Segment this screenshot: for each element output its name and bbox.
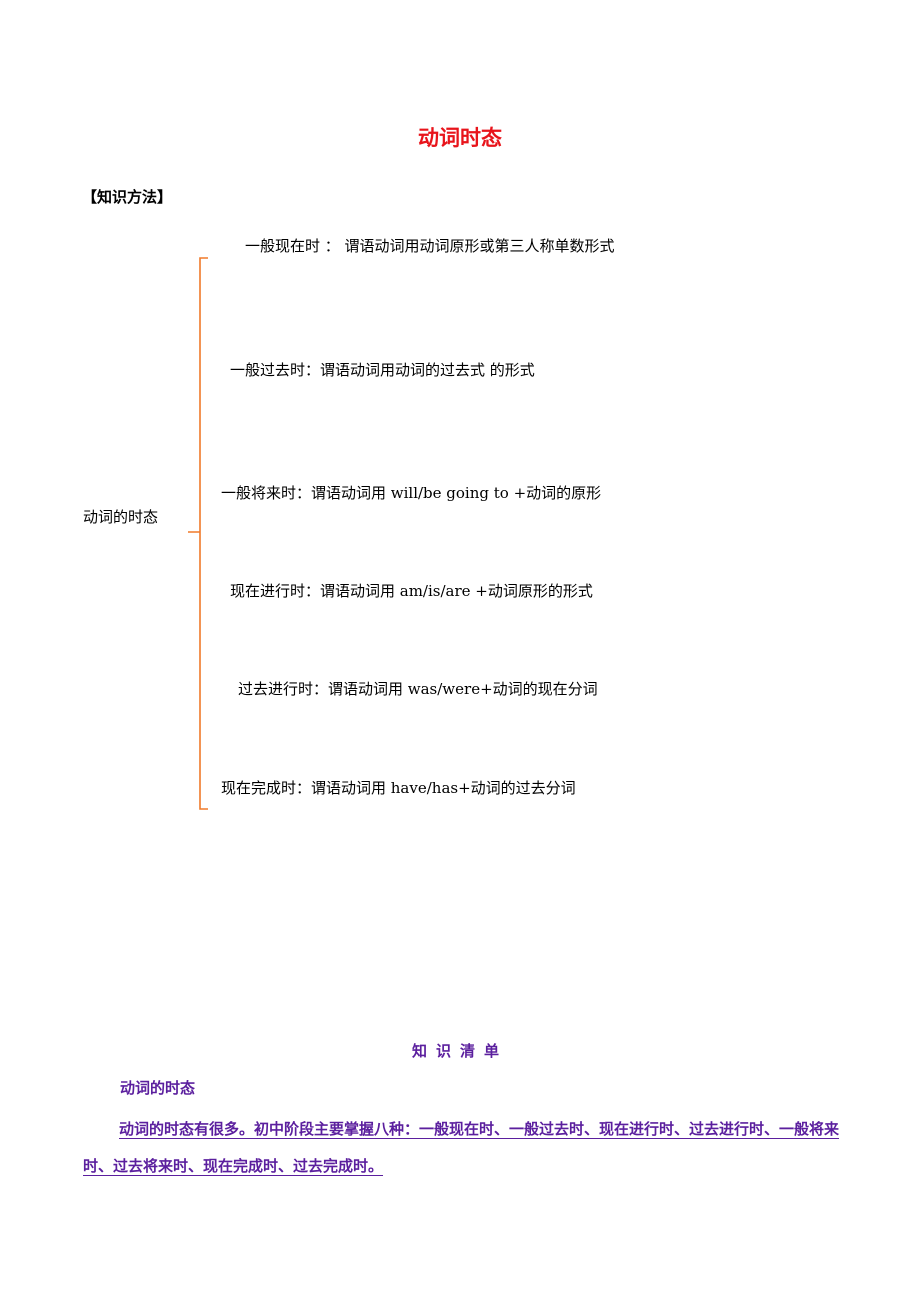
section-heading-knowledge-method: 【知识方法】 bbox=[82, 188, 173, 206]
tense-present-perfect: 现在完成时：谓语动词用 have/has+动词的过去分词 bbox=[221, 779, 576, 797]
knowledge-list-subheading: 动词的时态 bbox=[120, 1079, 196, 1097]
page-title: 动词时态 bbox=[418, 126, 502, 150]
tense-simple-present: 一般现在时 ： 谓语动词用动词原形或第三人称单数形式 bbox=[245, 237, 615, 255]
knowledge-list-paragraph: 动词的时态有很多。初中阶段主要掌握八种：一般现在时、一般过去时、现在进行时、过去… bbox=[83, 1120, 840, 1175]
tense-tree-root-label: 动词的时态 bbox=[83, 508, 159, 526]
tense-past-progressive: 过去进行时：谓语动词用 was/were+动词的现在分词 bbox=[238, 680, 598, 698]
tense-present-progressive: 现在进行时：谓语动词用 am/is/are +动词原形的形式 bbox=[230, 582, 593, 600]
left-brace-bracket bbox=[188, 257, 208, 810]
knowledge-list-title: 知识清单 bbox=[411, 1042, 508, 1060]
tense-simple-future: 一般将来时：谓语动词用 will/be going to +动词的原形 bbox=[221, 484, 602, 502]
tense-simple-past: 一般过去时：谓语动词用动词的过去式 的形式 bbox=[230, 361, 535, 379]
